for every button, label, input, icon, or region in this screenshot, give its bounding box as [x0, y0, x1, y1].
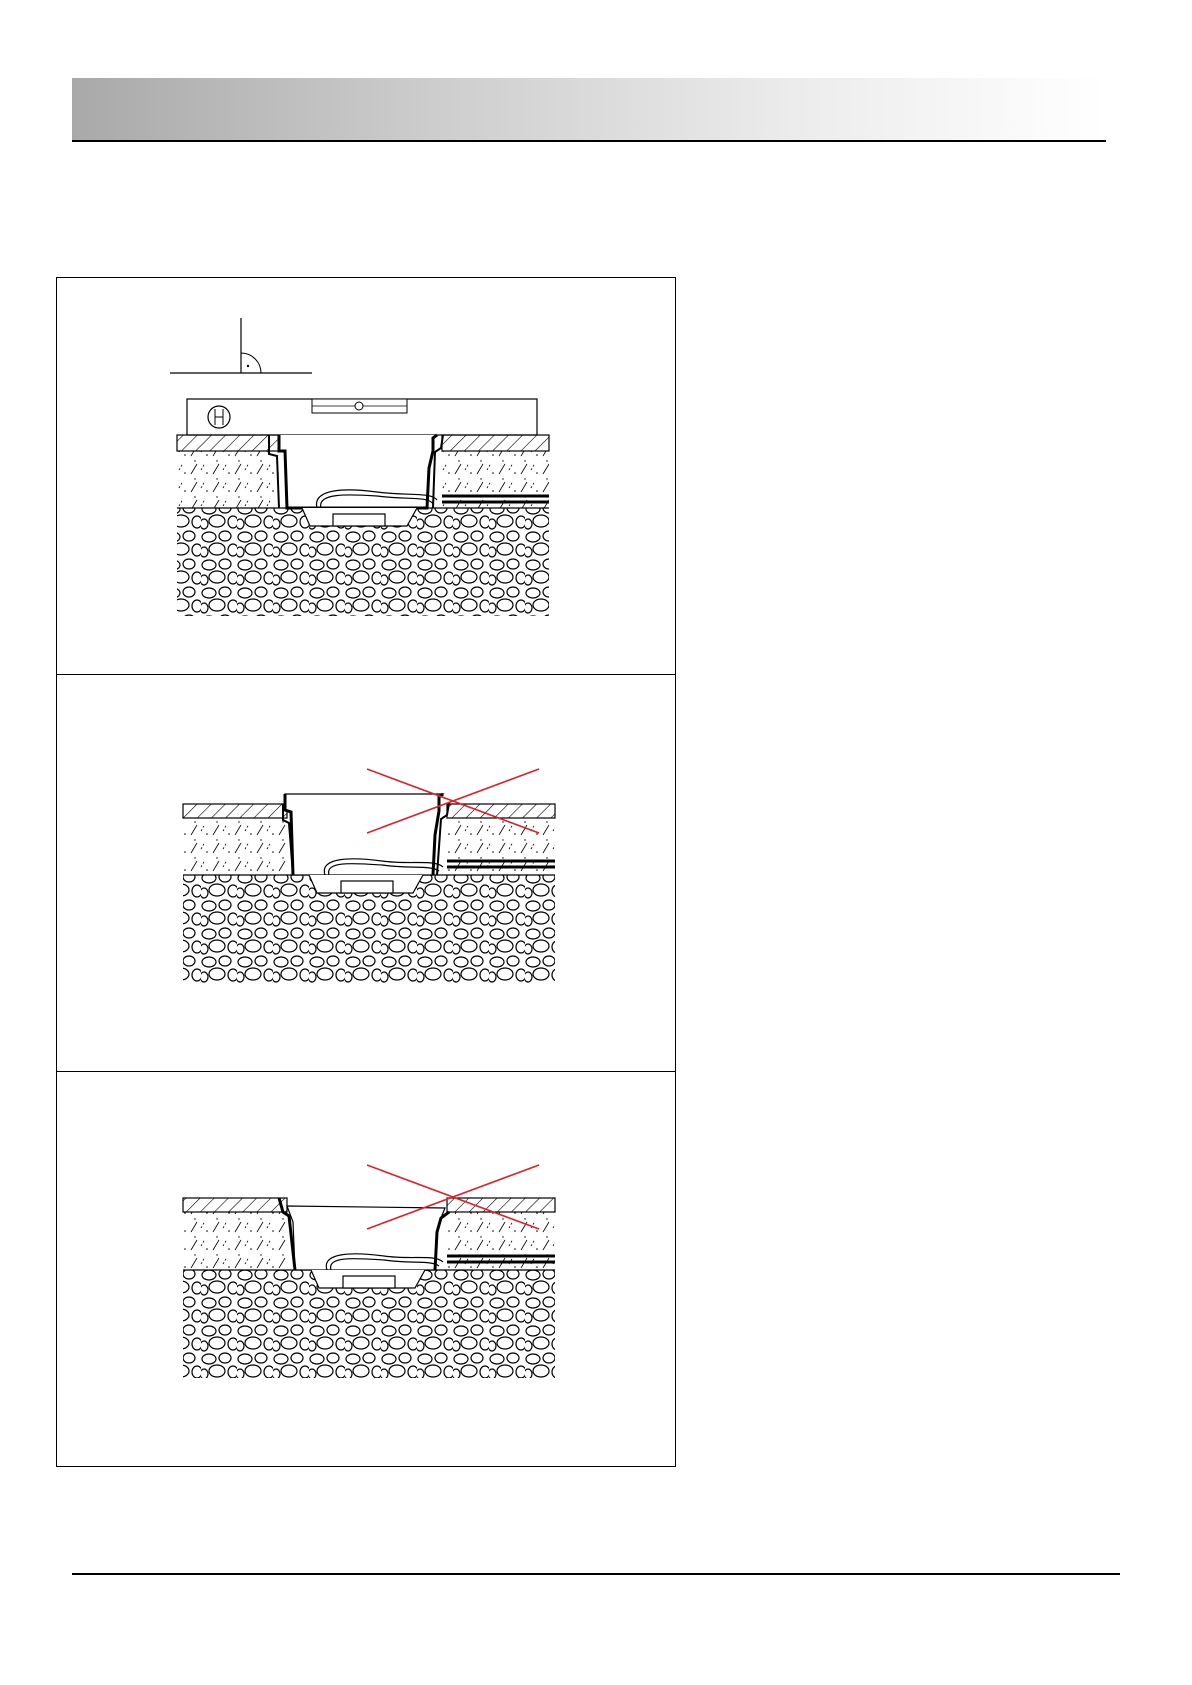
panel-incorrect-too-low [57, 1072, 675, 1468]
header-rule [72, 140, 1106, 142]
installation-figure [56, 277, 676, 1467]
right-angle-symbol [170, 318, 312, 373]
panel-correct-flush [57, 278, 675, 674]
diagram-panel-3 [57, 1072, 675, 1468]
spirit-level [187, 399, 537, 435]
diagram-panel-2 [57, 675, 675, 1071]
panel-incorrect-too-high [57, 675, 675, 1071]
footer-rule [72, 1573, 1120, 1575]
diagram-panel-1 [57, 278, 675, 674]
header-bar [72, 78, 1106, 140]
